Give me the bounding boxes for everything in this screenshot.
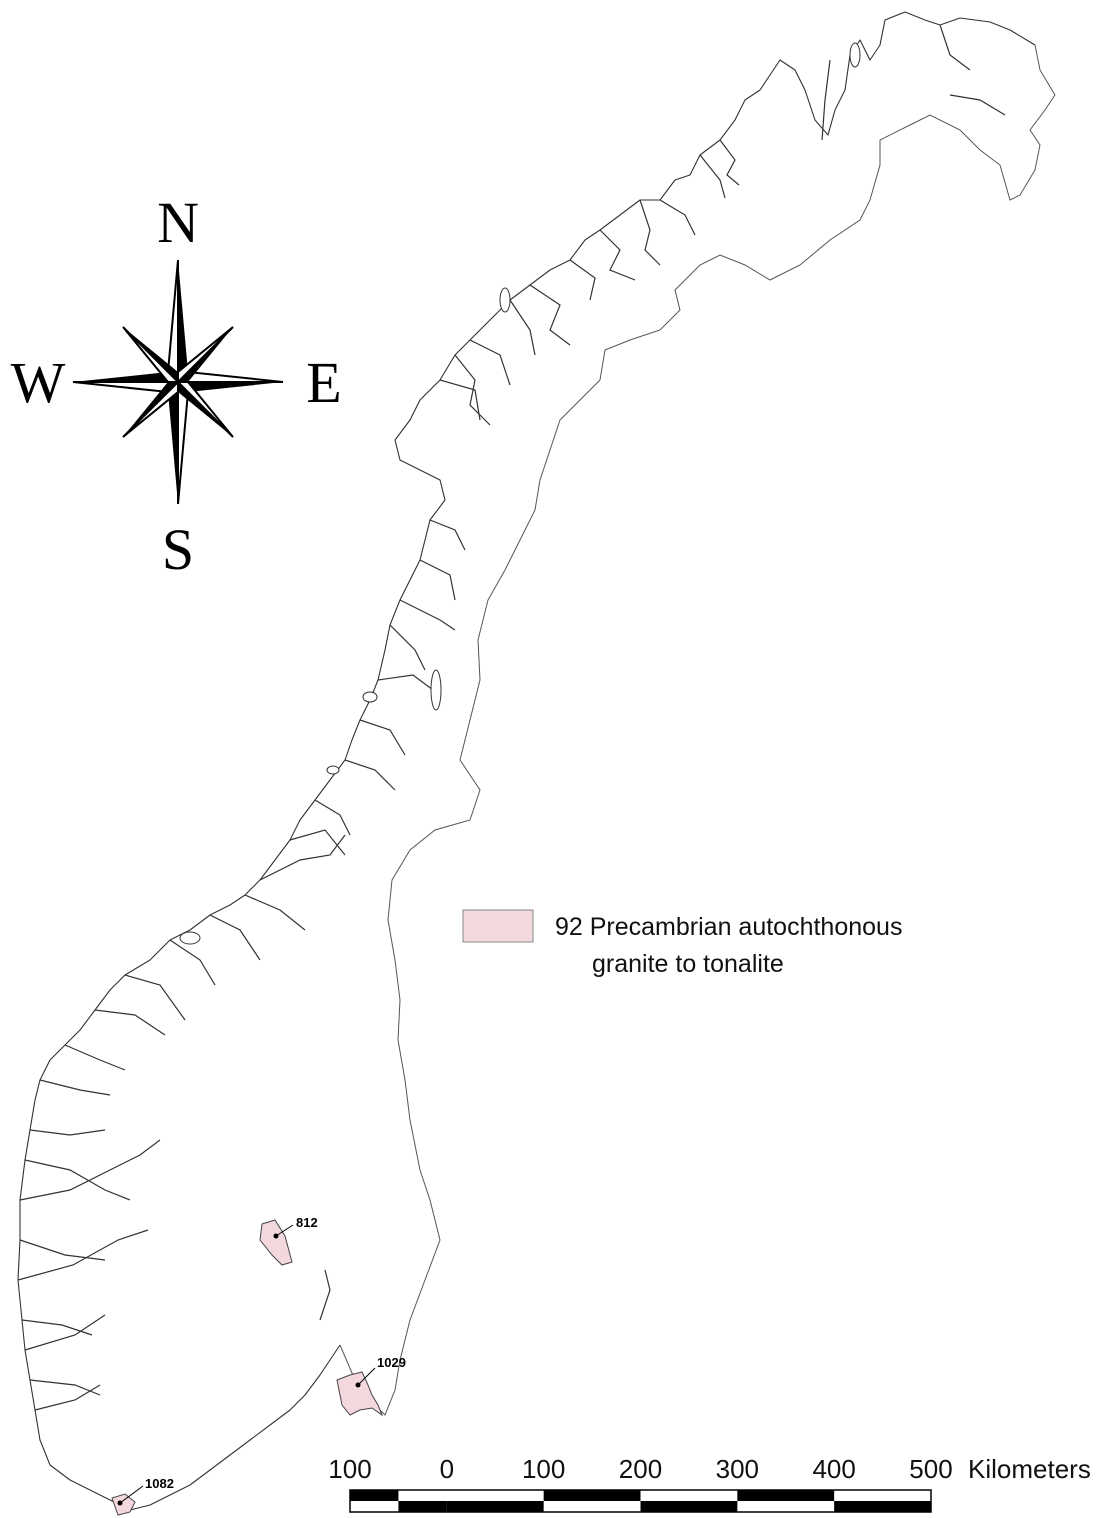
legend-swatch — [462, 909, 534, 943]
scale-bar-segment — [446, 1501, 544, 1512]
site-label-812: 812 — [296, 1215, 318, 1230]
scale-bar-segment — [640, 1501, 738, 1512]
scale-bar-subsegment — [350, 1490, 399, 1501]
compass-south-label: S — [162, 517, 194, 582]
site-label-1029: 1029 — [377, 1355, 406, 1370]
compass-north-label: N — [157, 190, 199, 255]
scale-bar-tick-label: 100 — [522, 1454, 565, 1484]
compass-rose: N S E W — [11, 190, 342, 582]
scale-bar-tick-label: 100 — [328, 1454, 371, 1484]
scale-bar-tick-label: 400 — [812, 1454, 855, 1484]
scale-bar-unit-label: Kilometers — [968, 1454, 1091, 1484]
geologic-unit-1082: 1082 — [111, 1476, 174, 1516]
scale-bar-tick-label: 500 — [909, 1454, 952, 1484]
compass-east-label: E — [306, 350, 341, 415]
coastline-detail — [17, 24, 1006, 1411]
site-label-1082: 1082 — [145, 1476, 174, 1491]
scale-bar-subsegment — [398, 1501, 447, 1512]
compass-rose-icon — [72, 259, 284, 505]
scale-bar-segment — [834, 1501, 931, 1512]
scale-bar-tick-label: 300 — [716, 1454, 759, 1484]
scale-bar-segment — [737, 1490, 835, 1501]
legend: 92 Precambrian autochthonous granite to … — [462, 909, 902, 978]
norway-outline — [17, 11, 1056, 1511]
scale-bar-segment — [543, 1490, 641, 1501]
geologic-unit-812: 812 — [259, 1215, 318, 1266]
geologic-unit-1029: 1029 — [336, 1355, 406, 1417]
scale-bar-tick-label: 0 — [440, 1454, 454, 1484]
compass-west-label: W — [11, 350, 66, 415]
scale-bar: 100 0 100 200 300 400 500 Kilometers — [328, 1454, 1091, 1513]
legend-label-line2: granite to tonalite — [592, 950, 784, 978]
scale-bar-tick-label: 200 — [619, 1454, 662, 1484]
legend-label-line1: 92 Precambrian autochthonous — [555, 913, 902, 941]
